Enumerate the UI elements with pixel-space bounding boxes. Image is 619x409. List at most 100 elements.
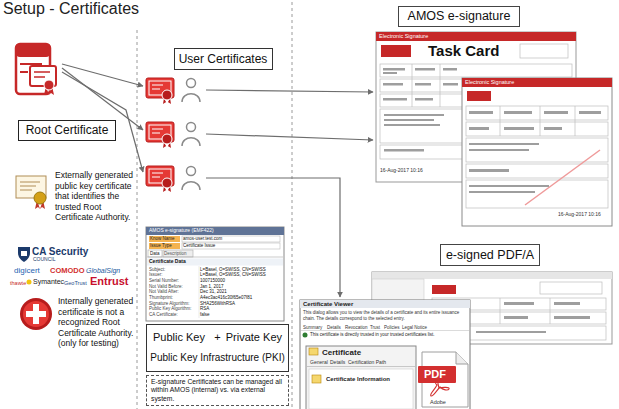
- user-certificate-icon: [152, 173, 163, 174]
- user-certificate-icon: [152, 129, 163, 130]
- task-card-screenshot: [384, 149, 424, 152]
- signature-dialog-screenshot: [466, 122, 608, 136]
- certificate-viewer-screenshot: [300, 300, 470, 409]
- tab-label: Revocation: [345, 325, 368, 330]
- pdf-screenshot: [540, 282, 602, 294]
- pdf-icon: [422, 352, 468, 407]
- field-value: L=Basel, O=SWISS, CN=SWISS: [200, 267, 266, 272]
- signature-dialog-screenshot: [469, 111, 601, 193]
- arrow: [206, 90, 373, 92]
- certificate-dialog-screenshot: [199, 266, 200, 318]
- label-box: Root Certificate: [18, 120, 116, 141]
- field-value: 1007150000: [200, 278, 225, 283]
- window-title: AMOS e-signature (EMF422): [149, 228, 214, 234]
- node-label: Root Certificate: [26, 123, 109, 137]
- field-label: Public Key Algorithm:: [149, 306, 192, 311]
- window-title: Certificate: [322, 348, 361, 357]
- field-label: Serial Number:: [149, 278, 179, 283]
- signature-dialog-screenshot: [466, 180, 608, 208]
- task-card-screenshot: [383, 83, 403, 86]
- logo-text: thawte: [10, 280, 26, 286]
- signature-dialog-screenshot: [544, 127, 562, 130]
- field-label: Not Valid Before:: [149, 284, 183, 289]
- tab-label: Trust: [370, 325, 380, 330]
- dialog-description: This dialog allows you to view the detai…: [303, 310, 467, 321]
- logo-text: COMODO: [50, 267, 85, 276]
- task-card-screenshot: [383, 68, 405, 71]
- pdf-screenshot: [550, 298, 551, 324]
- task-card-screenshot: [412, 64, 413, 107]
- field-label: Signature Algorithm:: [149, 301, 190, 306]
- root-certificate-icon: [20, 71, 28, 73]
- tab-label: Details: [327, 325, 341, 330]
- pki-box: Public Key+Private KeyPublic Key Infrast…: [146, 324, 289, 372]
- signature-dialog-screenshot: [540, 106, 541, 136]
- task-card-screenshot: [415, 98, 433, 101]
- field-label: Issuer:: [149, 272, 163, 277]
- user-certificate-icon: [152, 89, 160, 90]
- task-card-screenshot: [381, 45, 411, 57]
- field-value: Certificate Issue: [183, 243, 215, 248]
- logo-text: Entrust: [90, 275, 129, 288]
- signature-dialog-screenshot: [504, 127, 534, 130]
- task-card-screenshot: [520, 44, 568, 58]
- plus-sign: +: [214, 331, 220, 344]
- logo-text: GeoTrust: [64, 280, 87, 286]
- task-card-screenshot: [415, 68, 435, 71]
- task-card-screenshot: [384, 114, 444, 116]
- signature-dialog-screenshot: [469, 127, 489, 130]
- person-icon: [182, 182, 200, 190]
- arrow: [206, 134, 373, 140]
- warning-icon: [20, 298, 52, 330]
- certificate-icon: [16, 176, 46, 209]
- certificate-icon: [20, 182, 40, 183]
- page-title: Setup - Certificates: [3, 0, 139, 18]
- tab-label: Description: [164, 251, 187, 256]
- certificate-viewer-screenshot: [300, 300, 470, 409]
- icon-text: PDF: [424, 368, 446, 381]
- root-certificate-icon: [34, 71, 50, 73]
- divider-line: [137, 2, 292, 409]
- certificate-icon: [20, 186, 36, 187]
- pdf-icon: [418, 352, 468, 407]
- window-title: Electronic Signature: [465, 79, 514, 85]
- certificate-viewer-screenshot: [300, 300, 470, 308]
- certificate-dialog-screenshot: [182, 243, 280, 249]
- divider-line: [292, 2, 293, 409]
- field-value: L=Basel, O=SWISS, CN=SWISS: [200, 272, 266, 277]
- trust-status: This certificate is directly trusted in …: [310, 332, 465, 338]
- logo-text: GlobalSign: [86, 267, 120, 275]
- user-certificate-icon: [152, 133, 160, 134]
- date-stamp: 16-Aug-2017 10:16: [558, 212, 601, 218]
- root-certificate-icon: [20, 63, 42, 65]
- certificate-viewer-window: CertificateGeneralDetailsCertification P…: [300, 300, 470, 409]
- signature-dialog-screenshot: [469, 191, 535, 193]
- person-icon: [187, 123, 196, 132]
- signature-dialog-screenshot: [469, 169, 509, 172]
- person-icon: [182, 138, 200, 146]
- symantec-logo: [27, 280, 32, 285]
- signature-dialog-screenshot: [525, 150, 600, 205]
- logo-text: COUNCIL: [33, 257, 56, 263]
- signature-dialog-screenshot: [466, 138, 608, 162]
- user-certificate-icon: [146, 78, 174, 104]
- signature-dialog-screenshot: [544, 111, 568, 114]
- pdf-screenshot: [476, 331, 546, 333]
- signature-dialog-screenshot: [462, 78, 612, 226]
- key-label: Public Key: [153, 331, 205, 344]
- certificate-window-screenshot: [309, 348, 318, 355]
- section-heading: Certificate Data: [149, 259, 186, 265]
- signature-dialog-screenshot: [462, 78, 612, 226]
- task-card-screenshot: [380, 64, 572, 77]
- certificate-window-screenshot: [306, 346, 416, 409]
- certificate-dialog-screenshot: [147, 257, 283, 258]
- task-card-screenshot: [383, 98, 407, 101]
- task-card-screenshot: [383, 72, 397, 74]
- field-label: Thumbprint:: [149, 295, 173, 300]
- task-card-screenshot: [440, 64, 441, 107]
- description-text: Internally generated certificate is not …: [58, 296, 135, 349]
- certificate-viewer-screenshot: [301, 330, 469, 331]
- pdf-screenshot: [554, 302, 580, 305]
- task-card-window: Electronic SignatureTask Card16-Aug-2017…: [376, 32, 576, 182]
- pdf-screenshot: [504, 316, 528, 319]
